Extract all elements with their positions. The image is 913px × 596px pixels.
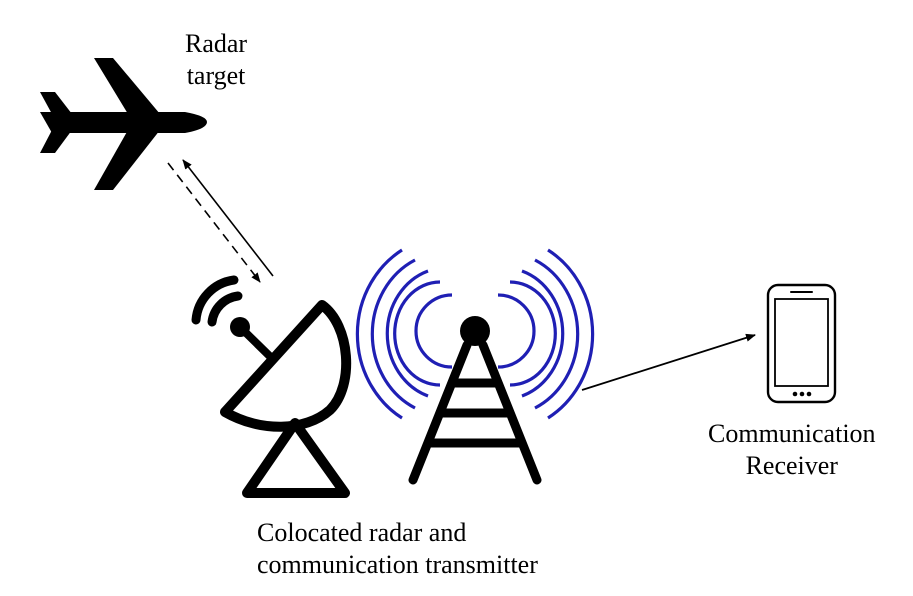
- transmitter-label-line-1: Colocated radar and: [257, 518, 467, 547]
- radar-signal-arrows: [167, 159, 274, 283]
- receiver-label-line-2: Receiver: [745, 451, 838, 480]
- smartphone-icon: [766, 283, 837, 404]
- radar-target-label: Radar target: [185, 28, 247, 92]
- broadcast-waves: [355, 248, 595, 420]
- airplane-icon: [40, 58, 207, 190]
- communication-link-arrow: [581, 333, 756, 391]
- transmitter-label-line-2: communication transmitter: [257, 550, 538, 579]
- radar-target-label-line-1: Radar: [185, 29, 248, 58]
- transmit-pulse-arrow: [167, 162, 261, 283]
- transmitter-label: Colocated radar and communication transm…: [257, 517, 538, 581]
- radar-dish-icon: [191, 275, 352, 498]
- receiver-label-line-1: Communication: [708, 419, 876, 448]
- antenna-tower-icon: [355, 248, 595, 485]
- return-echo-arrow: [182, 159, 274, 277]
- radar-target-label-line-2: target: [186, 61, 246, 90]
- receiver-label: Communication Receiver: [708, 418, 876, 482]
